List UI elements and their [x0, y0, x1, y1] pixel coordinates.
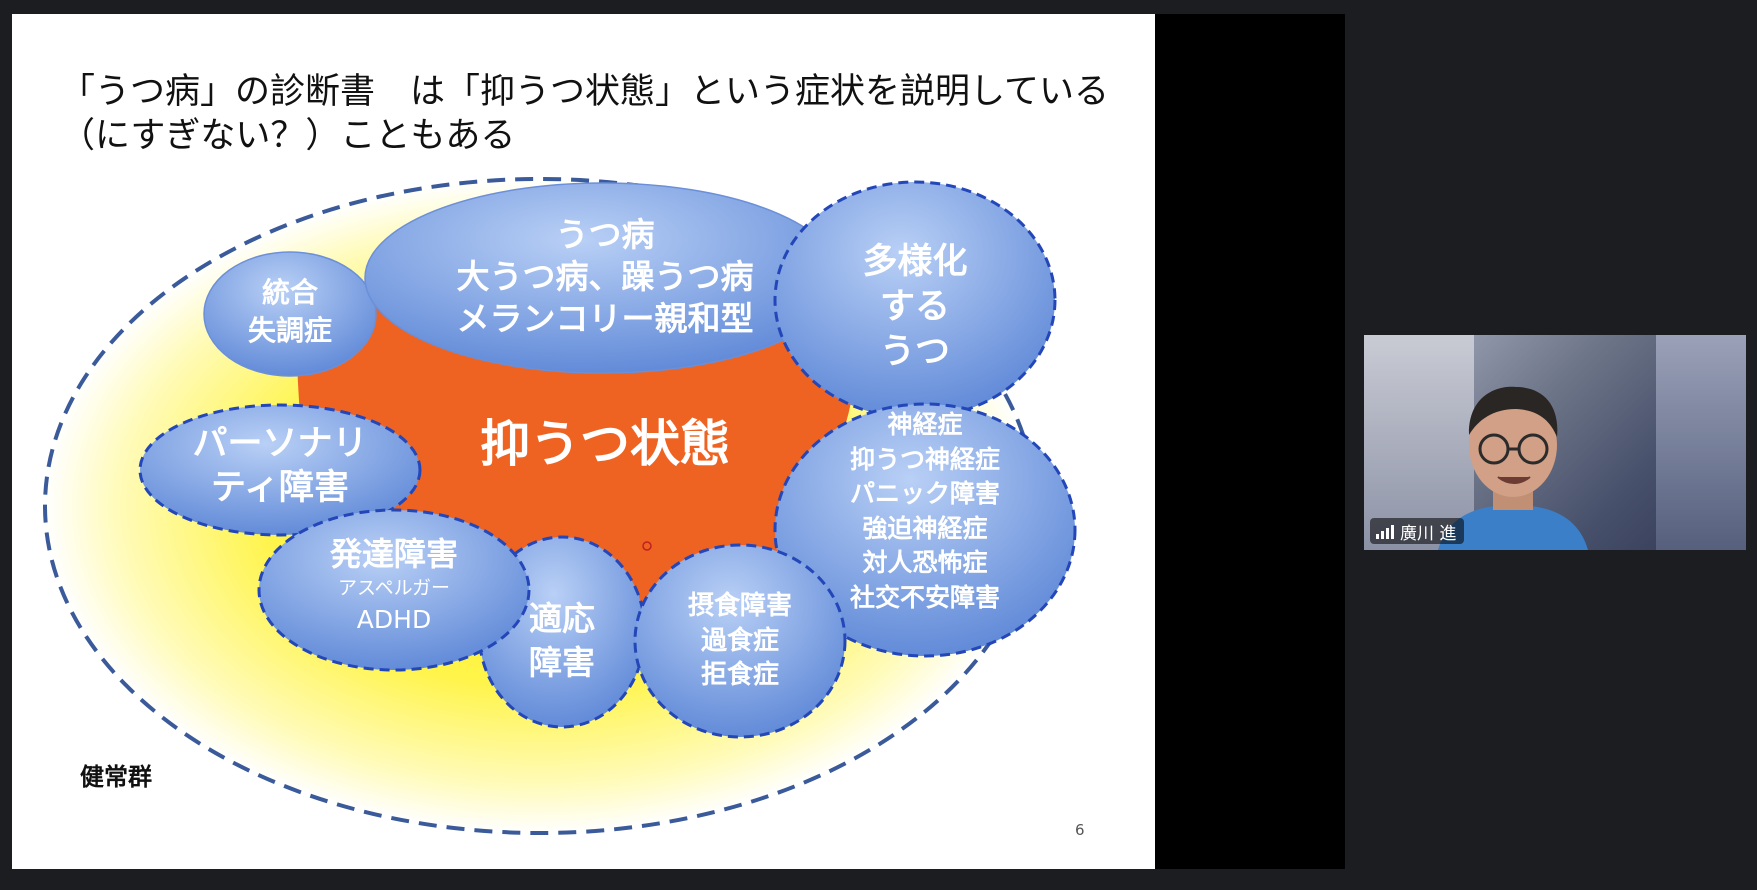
label-developmental-title: 発達障害: [329, 535, 458, 573]
label-personality: パーソナリ ティ障害: [175, 422, 385, 510]
label-neurosis-line-4: 強迫神経症: [862, 513, 988, 543]
label-neurosis-line-5: 対人恐怖症: [862, 548, 988, 577]
label-neurosis-line-6: 社交不安障害: [849, 582, 1000, 612]
signal-bars-icon: [1376, 523, 1394, 539]
label-depression-line-2: 大うつ病、躁うつ病: [456, 257, 754, 296]
video-background-right: [1656, 335, 1746, 550]
laser-pointer-icon: [642, 541, 652, 551]
letterbox-padding: [1155, 14, 1345, 869]
label-developmental: 発達障害 アスペルガー ADHD: [304, 533, 484, 639]
healthy-group-label: 健常群: [80, 763, 152, 791]
label-personality-line-1: パーソナリ: [192, 424, 368, 464]
label-eating-line-2: 過食症: [700, 625, 779, 656]
label-diversified: 多様化 する うつ: [845, 240, 985, 375]
label-neurosis: 神経症 抑うつ神経症 パニック障害 強迫神経症 対人恐怖症 社交不安障害: [820, 408, 1030, 615]
label-center-depressive-state: 抑うつ状態: [480, 415, 730, 473]
label-adjustment: 適応 障害: [512, 597, 612, 685]
label-schizophrenia-line-1: 統合: [261, 276, 318, 309]
label-depression-line-1: うつ病: [555, 215, 655, 254]
participant-name: 廣川 進: [1400, 523, 1457, 544]
label-neurosis-line-3: パニック障害: [849, 479, 1000, 508]
label-neurosis-line-1: 神経症: [887, 410, 963, 439]
label-schizophrenia: 統合 失調症: [230, 274, 350, 350]
slide-title-line-2: （にすぎない？）こともある: [60, 116, 516, 156]
bubble-diversified: [773, 180, 1057, 420]
video-background-left: [1364, 335, 1474, 550]
label-eating-line-1: 摂食障害: [687, 591, 792, 621]
label-adjustment-line-2: 障害: [529, 643, 595, 682]
slide-title-line-1: 「うつ病」の診断書 は「抑うつ状態」という症状を説明している: [60, 72, 1109, 112]
label-developmental-sub2: ADHD: [356, 605, 432, 634]
label-neurosis-line-2: 抑うつ神経症: [849, 444, 1000, 474]
label-schizophrenia-line-2: 失調症: [247, 314, 332, 347]
participant-video-tile[interactable]: [1364, 335, 1746, 550]
label-depression: うつ病 大うつ病、躁うつ病 メランコリー親和型: [420, 214, 790, 340]
slide-title: 「うつ病」の診断書 は「抑うつ状態」という症状を説明している （にすぎない？）こ…: [60, 70, 1120, 158]
label-personality-line-2: ティ障害: [211, 468, 349, 508]
participant-avatar: [1438, 386, 1588, 550]
label-eating: 摂食障害 過食症 拒食症: [665, 589, 815, 693]
bubble-schizophrenia: [203, 251, 377, 377]
bubble-personality: [138, 403, 422, 537]
label-diversified-line-2: する: [879, 287, 950, 327]
label-diversified-line-1: 多様化: [862, 242, 968, 282]
label-diversified-line-3: うつ: [879, 332, 950, 372]
participant-name-tag: 廣川 進: [1370, 518, 1465, 544]
label-developmental-sub1: アスペルガー: [337, 577, 451, 599]
label-adjustment-line-1: 適応: [529, 599, 595, 638]
label-eating-line-3: 拒食症: [700, 660, 779, 690]
slide-page-number: 6: [1075, 821, 1085, 839]
bubble-neurosis: [773, 402, 1077, 658]
bubble-developmental: [257, 508, 531, 672]
bubble-eating: [633, 543, 847, 739]
label-depression-line-3: メランコリー親和型: [456, 299, 754, 338]
